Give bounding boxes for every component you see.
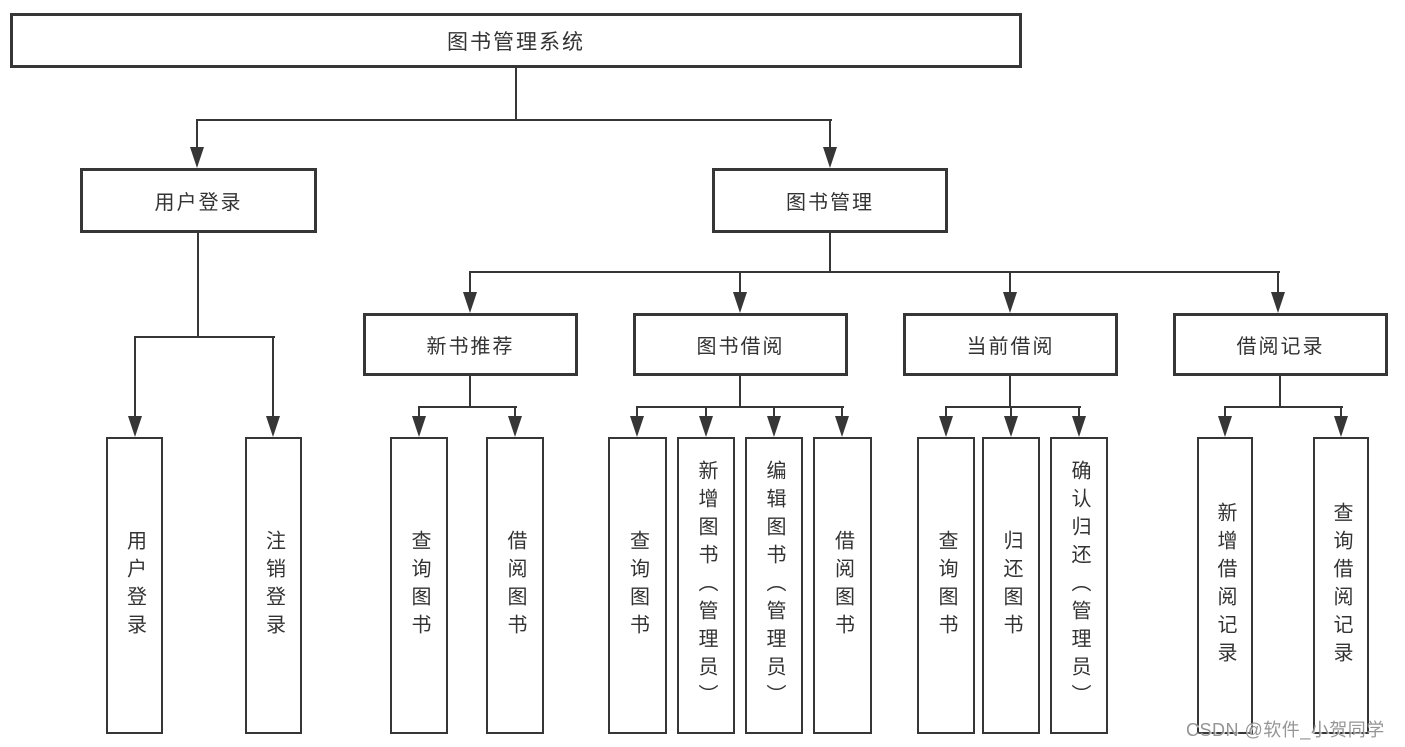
node-confirm-return-admin: 确认归还（管理员）: [1050, 437, 1108, 734]
node-label: 用户登录: [154, 192, 243, 214]
connector-line: [195, 120, 199, 152]
node-library-management-system: 图书管理系统: [10, 13, 1022, 68]
node-label: 查询图书: [935, 529, 957, 642]
connector-line: [1077, 407, 1081, 420]
arrowhead-icon: [767, 416, 781, 437]
node-label: 图书借阅: [696, 336, 785, 358]
node-query-books-recommend: 查询图书: [390, 437, 448, 734]
node-borrowing-records: 借阅记录: [1173, 313, 1388, 376]
watermark: CSDN @软件_小贺同学: [1186, 720, 1385, 740]
node-label: 新增借阅记录: [1214, 501, 1236, 670]
connector-line: [704, 407, 708, 420]
arrowhead-icon: [733, 292, 747, 313]
node-label: 归还图书: [1000, 529, 1022, 642]
node-query-books-current: 查询图书: [917, 437, 975, 734]
arrowhead-icon: [190, 147, 204, 168]
arrowhead-icon: [412, 416, 426, 437]
node-label: 用户登录: [123, 529, 146, 642]
arrowhead-icon: [508, 416, 522, 437]
node-label: 借阅记录: [1236, 336, 1325, 358]
connector-line: [417, 405, 518, 409]
node-label: 查询图书: [408, 529, 430, 642]
connector-line: [1008, 376, 1012, 408]
node-label: 图书管理: [786, 192, 874, 214]
arrowhead-icon: [1004, 416, 1018, 437]
arrowhead-icon: [463, 292, 477, 313]
node-borrow-books-recommend: 借阅图书: [486, 437, 544, 734]
node-current-borrowing: 当前借阅: [903, 313, 1118, 376]
connector-line: [635, 405, 845, 409]
node-new-book-recommend: 新书推荐: [363, 313, 578, 376]
arrowhead-icon: [1072, 416, 1086, 437]
connector-line: [772, 407, 776, 420]
node-label: 查询借阅记录: [1330, 501, 1352, 670]
node-logout-leaf: 注销登录: [245, 437, 302, 734]
connector-line: [1009, 407, 1013, 420]
connector-line: [514, 68, 518, 121]
connector-line: [133, 337, 137, 420]
node-label: 借阅图书: [831, 529, 854, 642]
arrowhead-icon: [835, 416, 849, 437]
connector-line: [513, 407, 517, 420]
connector-line: [133, 335, 276, 339]
arrowhead-icon: [1271, 292, 1285, 313]
arrowhead-icon: [823, 147, 837, 168]
arrowhead-icon: [939, 416, 953, 437]
node-label: 新书推荐: [426, 336, 515, 358]
connector-line: [738, 376, 742, 408]
connector-line: [1008, 272, 1012, 296]
connector-line: [195, 118, 833, 122]
connector-line: [1223, 407, 1227, 420]
arrowhead-icon: [266, 416, 280, 437]
node-label: 借阅图书: [504, 529, 526, 642]
connector-line: [1276, 272, 1280, 296]
connector-line: [635, 407, 639, 420]
connector-line: [468, 272, 472, 296]
node-user-login-leaf: 用户登录: [106, 437, 163, 734]
arrowhead-icon: [1218, 416, 1232, 437]
node-book-management: 图书管理: [712, 168, 948, 233]
connector-line: [468, 376, 472, 408]
connector-line: [828, 120, 832, 152]
connector-line: [738, 272, 742, 296]
node-add-books-admin: 新增图书（管理员）: [677, 437, 735, 734]
connector-line: [944, 405, 1082, 409]
node-label: 编辑图书（管理员）: [763, 459, 785, 712]
arrowhead-icon: [1334, 416, 1348, 437]
node-user-login: 用户登录: [80, 168, 317, 233]
node-book-borrowing: 图书借阅: [633, 313, 848, 376]
arrowhead-icon: [699, 416, 713, 437]
connector-line: [840, 407, 844, 420]
node-borrow-books-leaf: 借阅图书: [813, 437, 872, 734]
node-label: 图书管理系统: [447, 30, 585, 54]
node-query-borrow-record: 查询借阅记录: [1313, 437, 1369, 734]
connector-line: [468, 270, 1281, 274]
node-label: 注销登录: [262, 529, 285, 642]
node-label: 查询图书: [626, 529, 649, 642]
node-query-books-borrowing: 查询图书: [608, 437, 667, 734]
node-add-borrow-record: 新增借阅记录: [1197, 437, 1253, 734]
arrowhead-icon: [630, 416, 644, 437]
connector-line: [417, 407, 421, 420]
arrowhead-icon: [1003, 292, 1017, 313]
connector-line: [271, 337, 275, 420]
connector-line: [828, 233, 832, 273]
node-edit-books-admin: 编辑图书（管理员）: [745, 437, 803, 734]
node-label: 新增图书（管理员）: [695, 459, 717, 712]
connector-line: [1339, 407, 1343, 420]
node-return-books: 归还图书: [982, 437, 1040, 734]
connector-line: [196, 233, 200, 338]
node-label: 当前借阅: [966, 336, 1055, 358]
arrowhead-icon: [128, 416, 142, 437]
connector-line: [1278, 376, 1282, 408]
connector-line: [1223, 405, 1344, 409]
node-label: 确认归还（管理员）: [1068, 459, 1090, 712]
connector-line: [944, 407, 948, 420]
